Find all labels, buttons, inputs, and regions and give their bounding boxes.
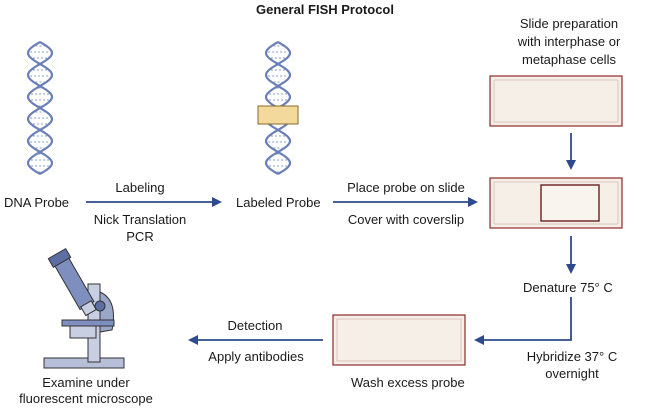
- node-hybridize-line2: overnight: [545, 366, 599, 381]
- probe-label-band: [257, 105, 299, 125]
- node-examine-line1: Examine under: [42, 375, 130, 390]
- slide-with-coverslip: [489, 177, 623, 229]
- edge-nick-translation: Nick Translation: [93, 212, 187, 227]
- node-examine-line2: fluorescent microscope: [19, 391, 153, 406]
- node-wash: Wash excess probe: [351, 375, 465, 390]
- node-denature: Denature 75° C: [523, 280, 613, 295]
- edge-cover: Cover with coverslip: [347, 212, 465, 227]
- node-labeled-probe: Labeled Probe: [236, 195, 321, 210]
- arrow-hybridize: [474, 297, 572, 345]
- helix-strand: [27, 41, 53, 175]
- node-slide-prep-line3: metaphase cells: [522, 52, 616, 67]
- dna-probe-helix-icon: [27, 41, 53, 175]
- microscope-icon: [43, 247, 125, 369]
- edge-detection: Detection: [227, 318, 283, 333]
- edge-apply-antibodies: Apply antibodies: [208, 349, 304, 364]
- node-dna-probe: DNA Probe: [4, 195, 70, 210]
- edge-pcr: PCR: [126, 229, 154, 244]
- node-slide-prep-line1: Slide preparation: [519, 16, 619, 31]
- node-slide-prep-line2: with interphase or: [517, 34, 621, 49]
- node-hybridize-line1: Hybridize 37° C: [526, 349, 618, 364]
- edge-labeling: Labeling: [115, 180, 165, 195]
- edge-place-probe: Place probe on slide: [347, 180, 465, 195]
- diagram-title: General FISH Protocol: [256, 2, 394, 17]
- slide-blank: [489, 75, 623, 127]
- slide-wash: [332, 314, 466, 366]
